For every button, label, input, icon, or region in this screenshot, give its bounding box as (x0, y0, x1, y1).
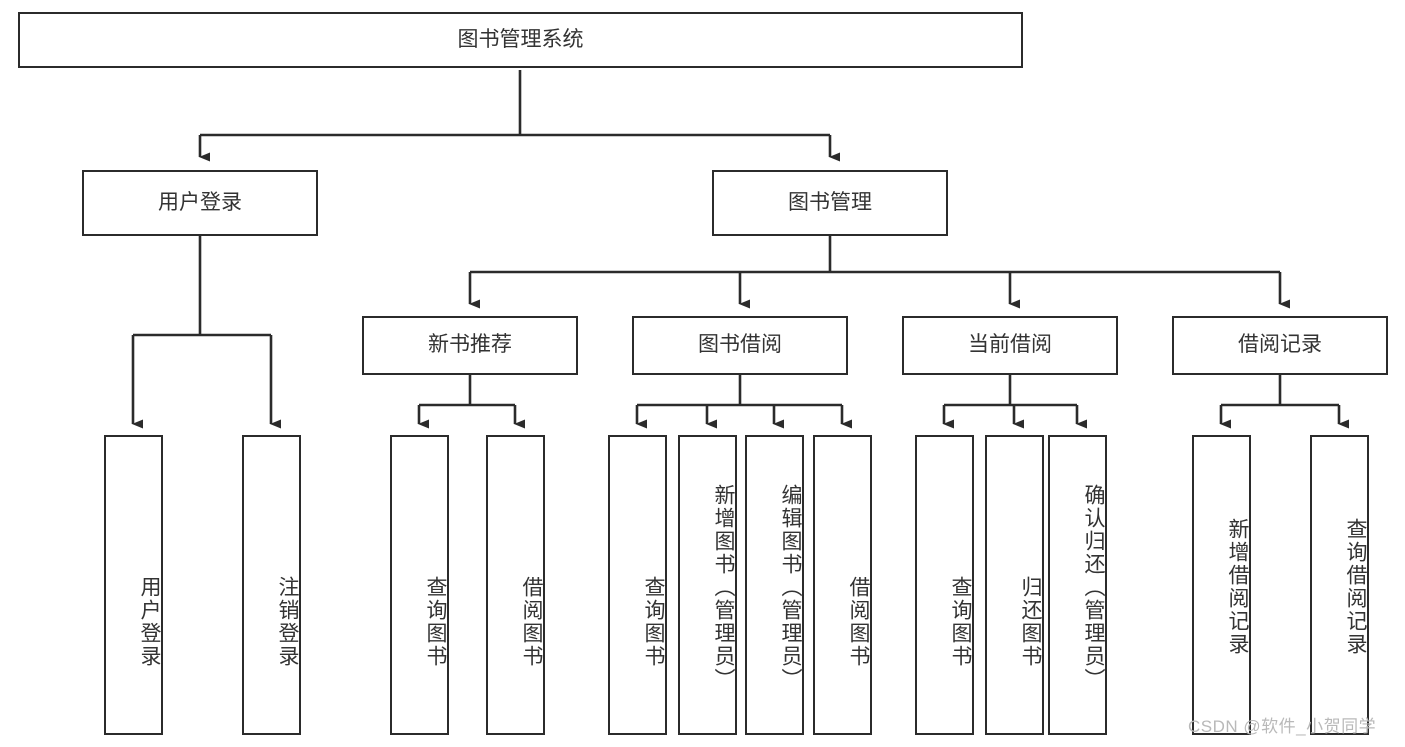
node-leaf-return-book-label: 归还图书 (1019, 576, 1042, 668)
node-leaf-edit-book-label: 编辑图书（管理员） (779, 483, 802, 691)
node-leaf-borrow-book-2[interactable]: 借阅图书 (813, 435, 872, 735)
node-root-label: 图书管理系统 (457, 27, 584, 51)
node-leaf-add-record-label: 新增借阅记录 (1226, 518, 1249, 656)
node-root[interactable]: 图书管理系统 (18, 12, 1023, 68)
node-book-manage-label: 图书管理 (788, 190, 872, 214)
node-leaf-borrow-book-1[interactable]: 借阅图书 (486, 435, 545, 735)
node-leaf-user-login[interactable]: 用户登录 (104, 435, 163, 735)
node-leaf-borrow-book-2-label: 借阅图书 (847, 576, 870, 668)
node-leaf-query-book-1[interactable]: 查询图书 (390, 435, 449, 735)
node-leaf-add-book-label: 新增图书（管理员） (712, 483, 735, 691)
node-new-book-rec[interactable]: 新书推荐 (362, 316, 578, 375)
node-leaf-user-login-label: 用户登录 (138, 576, 161, 668)
node-user-login-label: 用户登录 (158, 190, 242, 214)
node-leaf-query-book-3[interactable]: 查询图书 (915, 435, 974, 735)
node-leaf-add-book[interactable]: 新增图书（管理员） (678, 435, 737, 735)
node-user-login[interactable]: 用户登录 (82, 170, 318, 236)
node-leaf-user-logout[interactable]: 注销登录 (242, 435, 301, 735)
node-leaf-add-record[interactable]: 新增借阅记录 (1192, 435, 1251, 735)
node-leaf-confirm-return[interactable]: 确认归还（管理员） (1048, 435, 1107, 735)
node-leaf-query-book-2-label: 查询图书 (642, 576, 665, 668)
node-current-borrow[interactable]: 当前借阅 (902, 316, 1118, 375)
node-new-book-rec-label: 新书推荐 (428, 333, 512, 357)
node-leaf-borrow-book-1-label: 借阅图书 (520, 576, 543, 668)
watermark: CSDN @软件_小贺同学 (1188, 717, 1377, 736)
node-book-borrow[interactable]: 图书借阅 (632, 316, 848, 375)
node-leaf-edit-book[interactable]: 编辑图书（管理员） (745, 435, 804, 735)
node-leaf-query-book-2[interactable]: 查询图书 (608, 435, 667, 735)
node-leaf-user-logout-label: 注销登录 (276, 576, 299, 668)
node-leaf-query-record-label: 查询借阅记录 (1344, 518, 1367, 656)
node-leaf-query-record[interactable]: 查询借阅记录 (1310, 435, 1369, 735)
node-leaf-return-book[interactable]: 归还图书 (985, 435, 1044, 735)
node-current-borrow-label: 当前借阅 (968, 333, 1052, 357)
node-leaf-query-book-1-label: 查询图书 (424, 576, 447, 668)
node-book-borrow-label: 图书借阅 (698, 333, 782, 357)
node-borrow-record[interactable]: 借阅记录 (1172, 316, 1388, 375)
node-leaf-confirm-return-label: 确认归还（管理员） (1082, 483, 1105, 691)
node-leaf-query-book-3-label: 查询图书 (949, 576, 972, 668)
node-book-manage[interactable]: 图书管理 (712, 170, 948, 236)
node-borrow-record-label: 借阅记录 (1238, 333, 1322, 357)
